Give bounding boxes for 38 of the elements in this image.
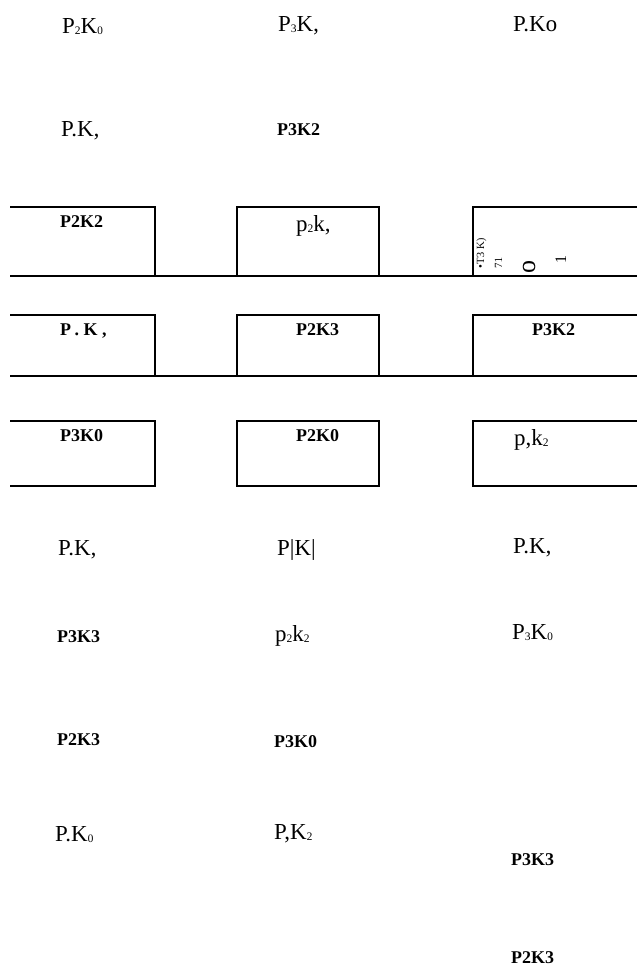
code-label: P,K$_{2}$	[274, 820, 312, 844]
rotated-text: o	[514, 260, 540, 273]
label-box	[10, 420, 156, 487]
rotated-text: 1	[554, 255, 570, 263]
code-label: P.K,	[58, 536, 96, 559]
label-box	[472, 420, 637, 487]
code-label: P3K0	[274, 732, 317, 750]
box-label: P . K ,	[60, 320, 107, 338]
label-box	[472, 314, 637, 377]
box-label: P2K0	[296, 426, 339, 444]
rotated-text: •T3 K)	[476, 238, 487, 268]
label-box	[236, 206, 380, 277]
label-box	[10, 206, 156, 277]
code-label: P.Ko	[513, 12, 558, 35]
box-label: P3K2	[532, 320, 575, 338]
code-label: P.K,	[513, 534, 552, 557]
label-box	[236, 420, 380, 487]
code-label: P3K3	[57, 627, 100, 645]
code-label: P.K$_{0}$	[55, 822, 94, 846]
box-label: P3K0	[60, 426, 103, 444]
code-label: p$_{2}$k$_{2}$	[275, 622, 310, 646]
code-label: P2K3	[511, 948, 554, 966]
code-label: P|K|	[277, 536, 316, 559]
rotated-text: 71	[494, 257, 505, 268]
code-label: P.K,	[61, 117, 100, 140]
code-label: P2K3	[57, 730, 100, 748]
box-label: P2K3	[296, 320, 339, 338]
box-label: P2K2	[60, 212, 103, 230]
box-label: p$_{2}$k,	[296, 212, 330, 236]
label-box	[472, 206, 637, 277]
code-label: P3K2	[277, 120, 320, 138]
label-box	[236, 314, 380, 377]
code-label: P$_{2}$K$_{0}$	[62, 14, 103, 38]
box-label: p,k$_{2}$	[514, 426, 548, 450]
label-box	[10, 314, 156, 377]
code-label: P3K3	[511, 850, 554, 868]
code-label: P$_{3}$K$_{0}$	[512, 620, 553, 644]
code-label: P$_{3}$K,	[278, 12, 319, 36]
